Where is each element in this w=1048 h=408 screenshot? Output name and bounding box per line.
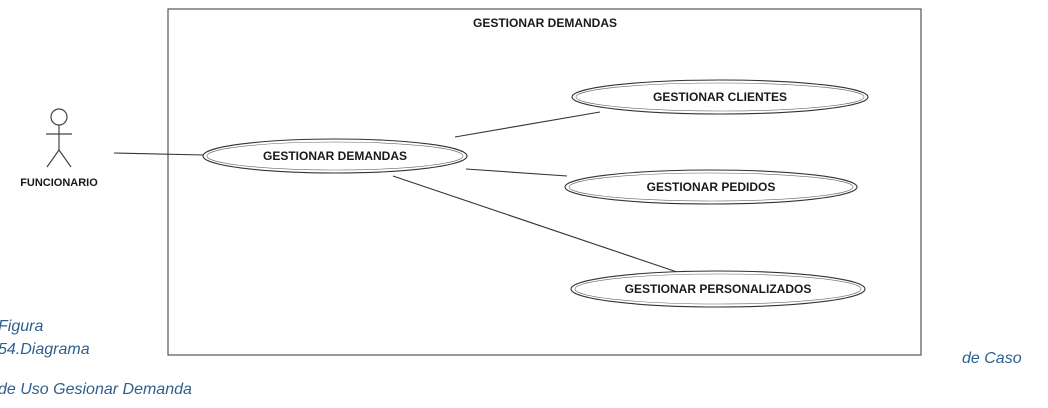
association-main-clientes <box>454 111 601 138</box>
association-main-personalizados <box>392 175 678 273</box>
system-title: GESTIONAR DEMANDAS <box>473 16 617 30</box>
use-case-label: GESTIONAR DEMANDAS <box>263 149 407 163</box>
actor-right-leg <box>58 149 72 168</box>
actor-left-leg <box>46 149 60 168</box>
use-case-label: GESTIONAR PEDIDOS <box>647 180 776 194</box>
use-case-gestionar-pedidos[interactable]: GESTIONAR PEDIDOS <box>564 169 858 205</box>
caption-line-3: de Caso <box>962 350 1022 367</box>
caption-line-2: 54.Diagrama <box>0 341 90 358</box>
use-case-gestionar-personalizados[interactable]: GESTIONAR PERSONALIZADOS <box>570 270 866 308</box>
caption-line-4: de Uso Gesionar Demanda <box>0 381 192 398</box>
association-actor-main <box>113 152 205 156</box>
use-case-gestionar-demandas[interactable]: GESTIONAR DEMANDAS <box>202 138 468 174</box>
actor-head <box>50 108 68 126</box>
use-case-label: GESTIONAR PERSONALIZADOS <box>625 282 812 296</box>
use-case-gestionar-clientes[interactable]: GESTIONAR CLIENTES <box>571 79 869 115</box>
actor-funcionario[interactable] <box>46 108 72 168</box>
actor-label: FUNCIONARIO <box>20 177 98 189</box>
association-main-pedidos <box>465 168 568 177</box>
caption-line-1: Figura <box>0 318 44 335</box>
use-case-label: GESTIONAR CLIENTES <box>653 90 787 104</box>
